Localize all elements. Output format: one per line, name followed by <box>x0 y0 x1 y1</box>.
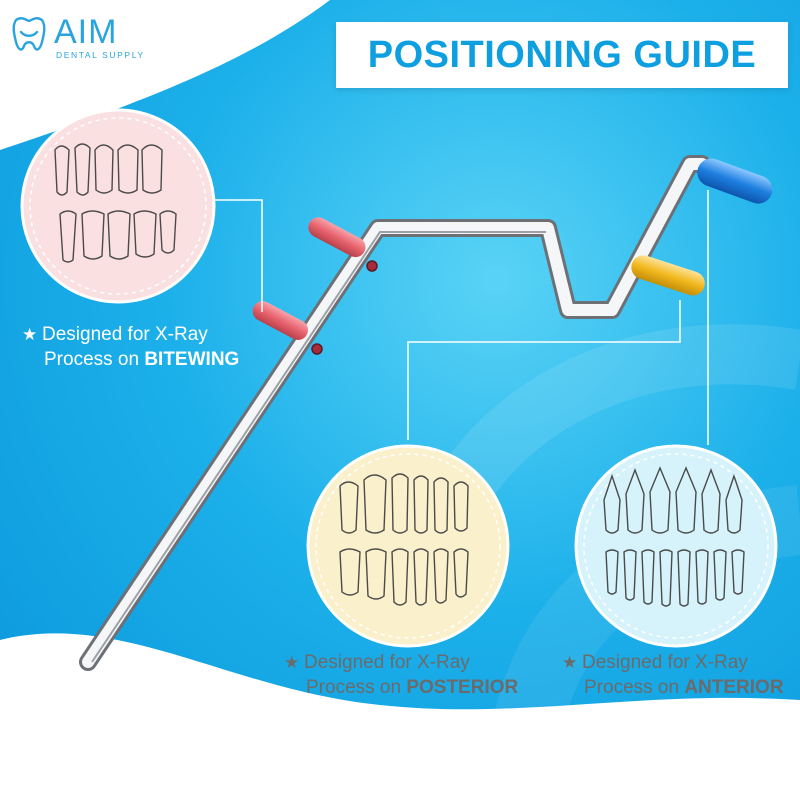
caption-line2-prefix: Process on <box>306 677 407 698</box>
star-icon: ★ <box>284 653 300 672</box>
brand-logo: AIM DENTAL SUPPLY <box>12 13 162 64</box>
caption-line2-bold: ANTERIOR <box>684 677 784 698</box>
caption-line1: Designed for X-Ray <box>42 324 208 345</box>
caption-line1: Designed for X-Ray <box>304 652 470 673</box>
caption-line2-bold: BITEWING <box>144 349 240 370</box>
caption-line1: Designed for X-Ray <box>582 652 748 673</box>
star-icon: ★ <box>22 325 38 344</box>
caption-line2-prefix: Process on <box>584 677 685 698</box>
caption-line2-bold: POSTERIOR <box>406 677 519 698</box>
brand-name: AIM <box>54 13 118 51</box>
title-banner: POSITIONING GUIDE <box>336 22 788 88</box>
tooth-smile-icon <box>12 17 46 51</box>
brand-subtitle: DENTAL SUPPLY <box>56 50 145 60</box>
caption-bitewing: ★Designed for X-Ray Process on BITEWING <box>22 322 239 372</box>
caption-anterior: ★Designed for X-Ray Process on ANTERIOR <box>562 650 784 700</box>
page-title: POSITIONING GUIDE <box>367 33 757 76</box>
star-icon: ★ <box>562 653 578 672</box>
caption-posterior: ★Designed for X-Ray Process on POSTERIOR <box>284 650 518 700</box>
caption-line2-prefix: Process on <box>44 349 145 370</box>
